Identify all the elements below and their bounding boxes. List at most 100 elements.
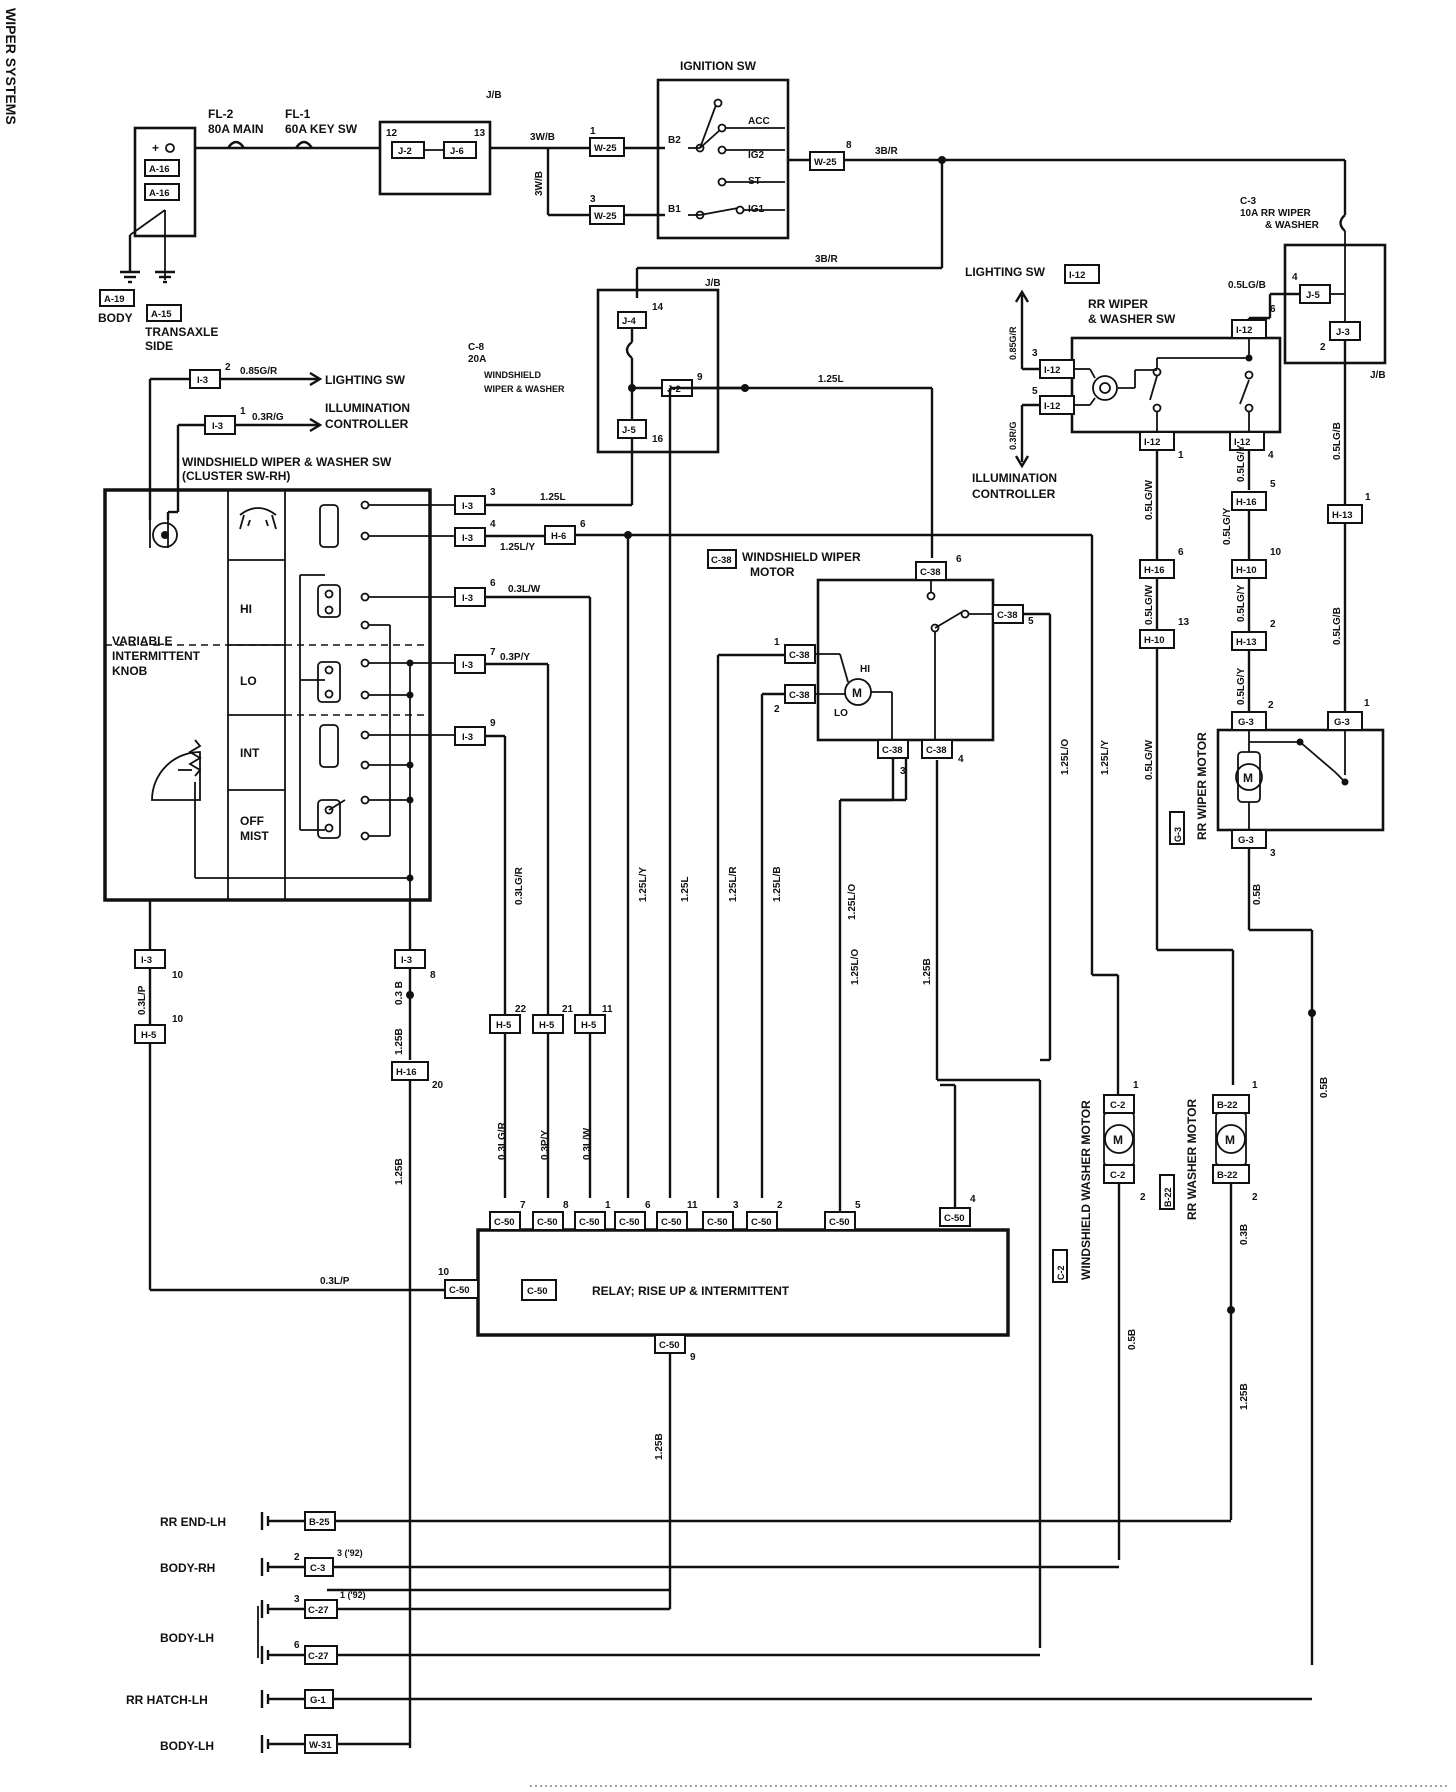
gnd-5-label: BODY-LH — [160, 1739, 214, 1753]
out-i3-6: I-3 — [462, 593, 473, 604]
rjb-jb: J/B — [1370, 370, 1386, 381]
rp11: 11 — [687, 1200, 698, 1211]
rwm-title: RR WASHER MOTOR — [1185, 1099, 1199, 1220]
battery-block: + A-16 A-16 — [129, 126, 197, 280]
rp5c: C-50 — [829, 1217, 850, 1228]
ignition-switch: IGNITION SW B2 B1 ACC IG2 ST IG1 — [656, 59, 790, 240]
mode-mist: MIST — [240, 829, 269, 843]
rr-sw-title2: & WASHER SW — [1088, 312, 1176, 326]
out-i3-3: I-3 — [462, 501, 473, 512]
v-03py: 0.3P/Y — [540, 1130, 551, 1160]
rc-w05lgw3: 0.5LG/W — [1144, 739, 1155, 780]
fuse-c8-block: J/B J-4 14 J-2 9 J-5 16 — [596, 278, 721, 454]
h5-22-pin: 22 — [515, 1004, 527, 1015]
rr-wiper-motor: G-3 2 G-3 1 G-3 3 M — [1216, 698, 1385, 859]
rc-pin1a: 1 — [1365, 492, 1371, 503]
wire-125l-top: 1.25L — [818, 374, 844, 385]
ignition-title: IGNITION SW — [680, 59, 757, 73]
knob-line1: VARIABLE — [112, 634, 172, 648]
rc-h13a: H-13 — [1332, 510, 1353, 521]
lc-i3-8: I-3 — [401, 955, 412, 966]
c8-name: C-8 — [468, 342, 485, 353]
rwm-b22a: B-22 — [1217, 1100, 1238, 1111]
ign-pin8: 8 — [846, 140, 852, 151]
wm-lo: LO — [834, 708, 848, 719]
rp4: 4 — [970, 1194, 976, 1205]
v-125b: 1.25B — [922, 958, 933, 985]
rp4c: C-50 — [944, 1213, 965, 1224]
gnd-1-note: 3 ('92) — [337, 1548, 363, 1558]
out-wire-125ly: 1.25L/Y — [500, 542, 535, 553]
rwm-m: M — [1225, 1133, 1235, 1147]
rjb-j5: J-5 — [1306, 290, 1320, 301]
ign-pin3: 3 — [590, 194, 596, 205]
label-transaxle: TRANSAXLE — [145, 325, 218, 339]
v-125ly2: 1.25L/Y — [1100, 740, 1111, 775]
rr-w03rg: 0.3R/G — [1008, 421, 1018, 450]
c38-l1: C-38 — [789, 650, 810, 661]
ws-motor-title1: WINDSHIELD WIPER — [742, 550, 861, 564]
gnd-2-label: BODY-LH — [160, 1631, 214, 1645]
wire-3br-a: 3B/R — [875, 146, 899, 157]
windshield-wiper-motor: C-38 6 C-38 5 C-38 1 C-38 2 C-38 3 C-38 … — [774, 554, 1034, 777]
conn-j2-a: J-2 — [398, 146, 412, 157]
v-125lr: 1.25L/R — [728, 866, 739, 902]
gnd-2-note: 1 ('92) — [340, 1590, 366, 1600]
h5-21-pin: 21 — [562, 1004, 574, 1015]
ws-motor-title2: MOTOR — [750, 565, 795, 579]
conn-a16a: A-16 — [149, 164, 170, 175]
relay-bottom-pin: 9 — [690, 1352, 696, 1363]
windshield-washer-motor: C-2 1 M C-2 2 — [1103, 1080, 1146, 1203]
rwm-w03b: 0.3B — [1239, 1224, 1250, 1245]
ws-motor-tag: C-38 — [711, 555, 732, 566]
mode-int: INT — [240, 746, 260, 760]
rrm-g3a: G-3 — [1238, 717, 1254, 728]
rp8: 8 — [563, 1200, 569, 1211]
rr-pin5: 5 — [1032, 386, 1038, 397]
wire-3wb-a: 3W/B — [530, 132, 555, 143]
wm-pin6a: 6 — [956, 554, 962, 565]
rp7c: C-50 — [494, 1217, 515, 1228]
fl1-rating: 60A KEY SW — [285, 122, 358, 136]
rp2c: C-50 — [751, 1217, 772, 1228]
fuse-c8 — [625, 341, 633, 359]
rc-h10a: H-10 — [1144, 635, 1165, 646]
c38-b2: C-38 — [926, 745, 947, 756]
ground-list: RR END-LH B-25 BODY-RH 2 C-3 3 ('92) BOD… — [126, 1511, 1312, 1754]
conn-j6-a: J-6 — [450, 146, 464, 157]
gnd-4-label: RR HATCH-LH — [126, 1693, 208, 1707]
gnd-0-conn: B-25 — [309, 1517, 330, 1528]
lc-w03lp: 0.3L/P — [137, 985, 148, 1015]
battery-plus: + — [152, 141, 159, 155]
wire-085gr-f: 0.85G/R — [240, 366, 278, 377]
rc-w05lgy3: 0.5LG/Y — [1236, 584, 1247, 622]
rjb-pin4: 4 — [1292, 272, 1298, 283]
rr-pin6: 6 — [1270, 304, 1276, 315]
knob-line2: INTERMITTENT — [112, 649, 201, 663]
relay-left-conn: C-50 — [449, 1285, 470, 1296]
rjb-pin2: 2 — [1320, 342, 1326, 353]
rc-w05lgy4: 0.5LG/Y — [1236, 667, 1247, 705]
rr-wiper-washer-switch: I-12 6 I-12 3 I-12 5 I-12 1 I-12 4 — [1032, 304, 1282, 461]
rwm-pin2: 2 — [1252, 1192, 1258, 1203]
lc-w125b: 1.25B — [394, 1028, 405, 1055]
relay-bottom-conn: C-50 — [659, 1340, 680, 1351]
rrm-g3b: G-3 — [1334, 717, 1350, 728]
rrm-w05b2: 0.5B — [1319, 1077, 1330, 1098]
rc-h16b: H-16 — [1236, 497, 1257, 508]
rc-pin5: 5 — [1270, 479, 1276, 490]
conn-a15: A-15 — [151, 309, 172, 320]
v-125lo2: 1.25L/O — [1060, 739, 1071, 775]
v-125lb: 1.25L/B — [772, 866, 783, 902]
rp6c: C-50 — [619, 1217, 640, 1228]
v-03lgr2: 0.3LG/R — [497, 1121, 508, 1160]
rp1: 1 — [605, 1200, 611, 1211]
c3-name: C-3 — [1240, 196, 1257, 207]
rp7: 7 — [520, 1200, 526, 1211]
rwm-w125b: 1.25B — [1239, 1383, 1250, 1410]
front-wiper-switch: HI LO INT OFF MIST VARIABLE INTERMITTENT… — [103, 488, 455, 902]
ign-b2: B2 — [668, 135, 681, 146]
rc-h13b: H-13 — [1236, 637, 1257, 648]
rear-junction-block: J-5 4 J-3 2 J/B — [1283, 231, 1387, 381]
